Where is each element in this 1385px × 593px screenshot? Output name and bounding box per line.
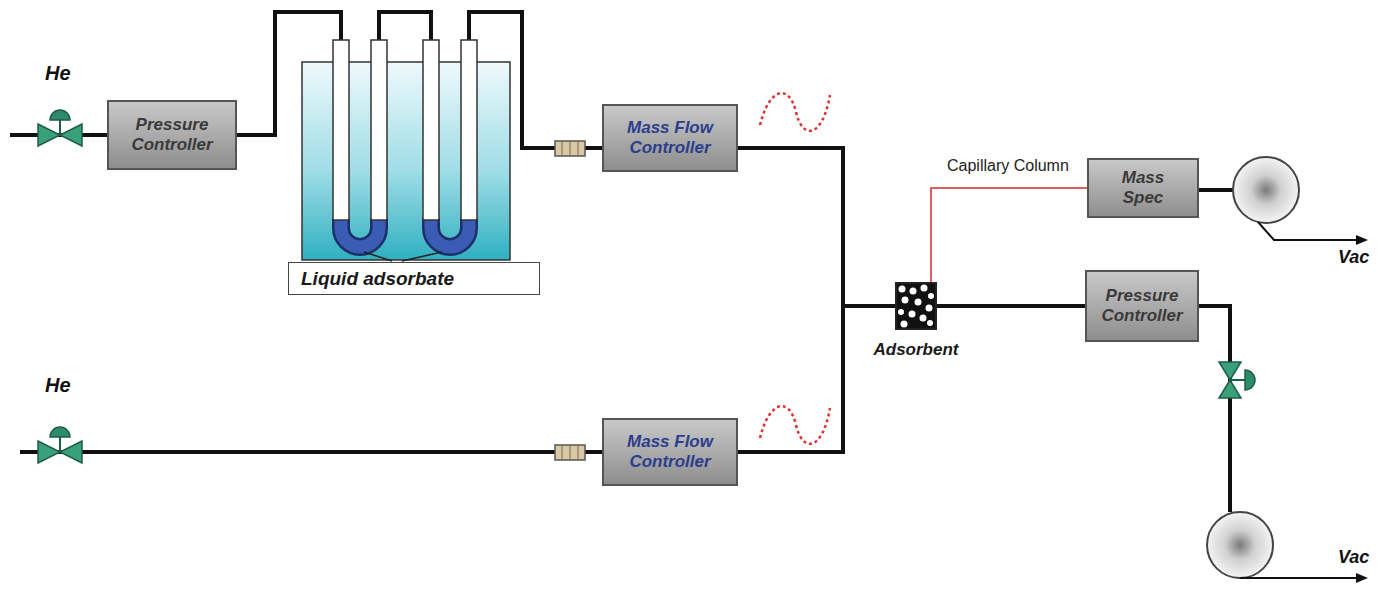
particle	[898, 309, 904, 315]
filter-symbol	[555, 445, 585, 460]
valve-actuator	[50, 110, 70, 120]
gas-line	[937, 304, 1085, 308]
callout-box: Liquid adsorbate	[288, 262, 540, 295]
filter-hatching	[562, 141, 578, 156]
tube-leg	[333, 40, 349, 220]
valve-symbol	[60, 441, 82, 463]
valve-symbol	[38, 124, 60, 146]
tube-leg	[423, 40, 439, 220]
valve-actuator	[50, 427, 70, 437]
particle	[927, 320, 933, 326]
particle	[928, 293, 934, 299]
node-text: Pressure Controller	[1095, 286, 1189, 325]
node-text: Mass Flow Controller	[612, 118, 728, 157]
arrowhead	[1356, 235, 1368, 245]
liquid-adsorbate-fill	[431, 218, 469, 247]
node-text: Mass Spec	[1112, 168, 1174, 207]
edge-label: Capillary Column	[945, 157, 1071, 175]
valve-symbol	[1219, 380, 1241, 398]
tube-leg	[371, 40, 387, 220]
gas-line	[738, 306, 895, 452]
particle	[915, 299, 922, 306]
valve-symbol	[38, 441, 60, 463]
gas-label: He	[45, 62, 71, 85]
capillary-line	[931, 188, 1087, 282]
liquid-adsorbate-fill	[341, 218, 379, 247]
instrument-box: Mass Spec	[1087, 158, 1199, 218]
flow-signal-wave	[760, 406, 830, 444]
exhaust-arrow	[1258, 222, 1358, 240]
particle	[920, 315, 927, 322]
flow-signal-wave	[760, 93, 830, 131]
process-box: Mass Flow Controller	[602, 418, 738, 486]
node-text: Pressure Controller	[117, 115, 227, 154]
exhaust-arrow	[1240, 577, 1358, 579]
filter-symbol	[555, 141, 585, 156]
tube-leg	[461, 40, 477, 220]
valve-actuator	[1245, 370, 1255, 390]
process-box: Pressure Controller	[1085, 270, 1199, 342]
adsorbent-bed: Adsorbent	[895, 282, 937, 330]
valve-symbol	[60, 124, 82, 146]
u-tube-outline	[431, 218, 469, 247]
u-tube-outline	[341, 218, 379, 247]
arrowhead	[1356, 573, 1368, 583]
vacuum-line	[1197, 306, 1230, 512]
particle	[902, 297, 909, 304]
particle	[910, 288, 917, 295]
particle	[901, 321, 908, 328]
vacuum-line	[1197, 188, 1233, 192]
valve-symbol	[1219, 362, 1241, 380]
gas-line	[20, 450, 604, 454]
vacuum-pump	[1207, 512, 1273, 578]
process-box: Mass Flow Controller	[602, 104, 738, 172]
gas-label: He	[45, 374, 71, 397]
vacuum-label: Vac	[1338, 247, 1369, 268]
particle	[921, 285, 928, 292]
particle	[926, 305, 933, 312]
leader-line	[402, 252, 442, 261]
adsorbent-bed	[895, 282, 937, 330]
leader-line	[364, 252, 392, 261]
vacuum-pump	[1233, 157, 1299, 223]
valve-stem	[59, 120, 61, 135]
valve-stem	[59, 437, 61, 452]
process-box: Pressure Controller	[107, 100, 237, 170]
filter-hatching	[562, 445, 578, 460]
valve-stem	[1230, 379, 1245, 381]
node-text: Mass Flow Controller	[612, 432, 728, 471]
node-text: Liquid adsorbate	[301, 268, 454, 290]
particle	[899, 286, 906, 293]
particle	[909, 311, 916, 318]
vacuum-label: Vac	[1338, 547, 1369, 568]
node-text: Adsorbent	[874, 340, 959, 360]
gas-line	[738, 148, 895, 306]
